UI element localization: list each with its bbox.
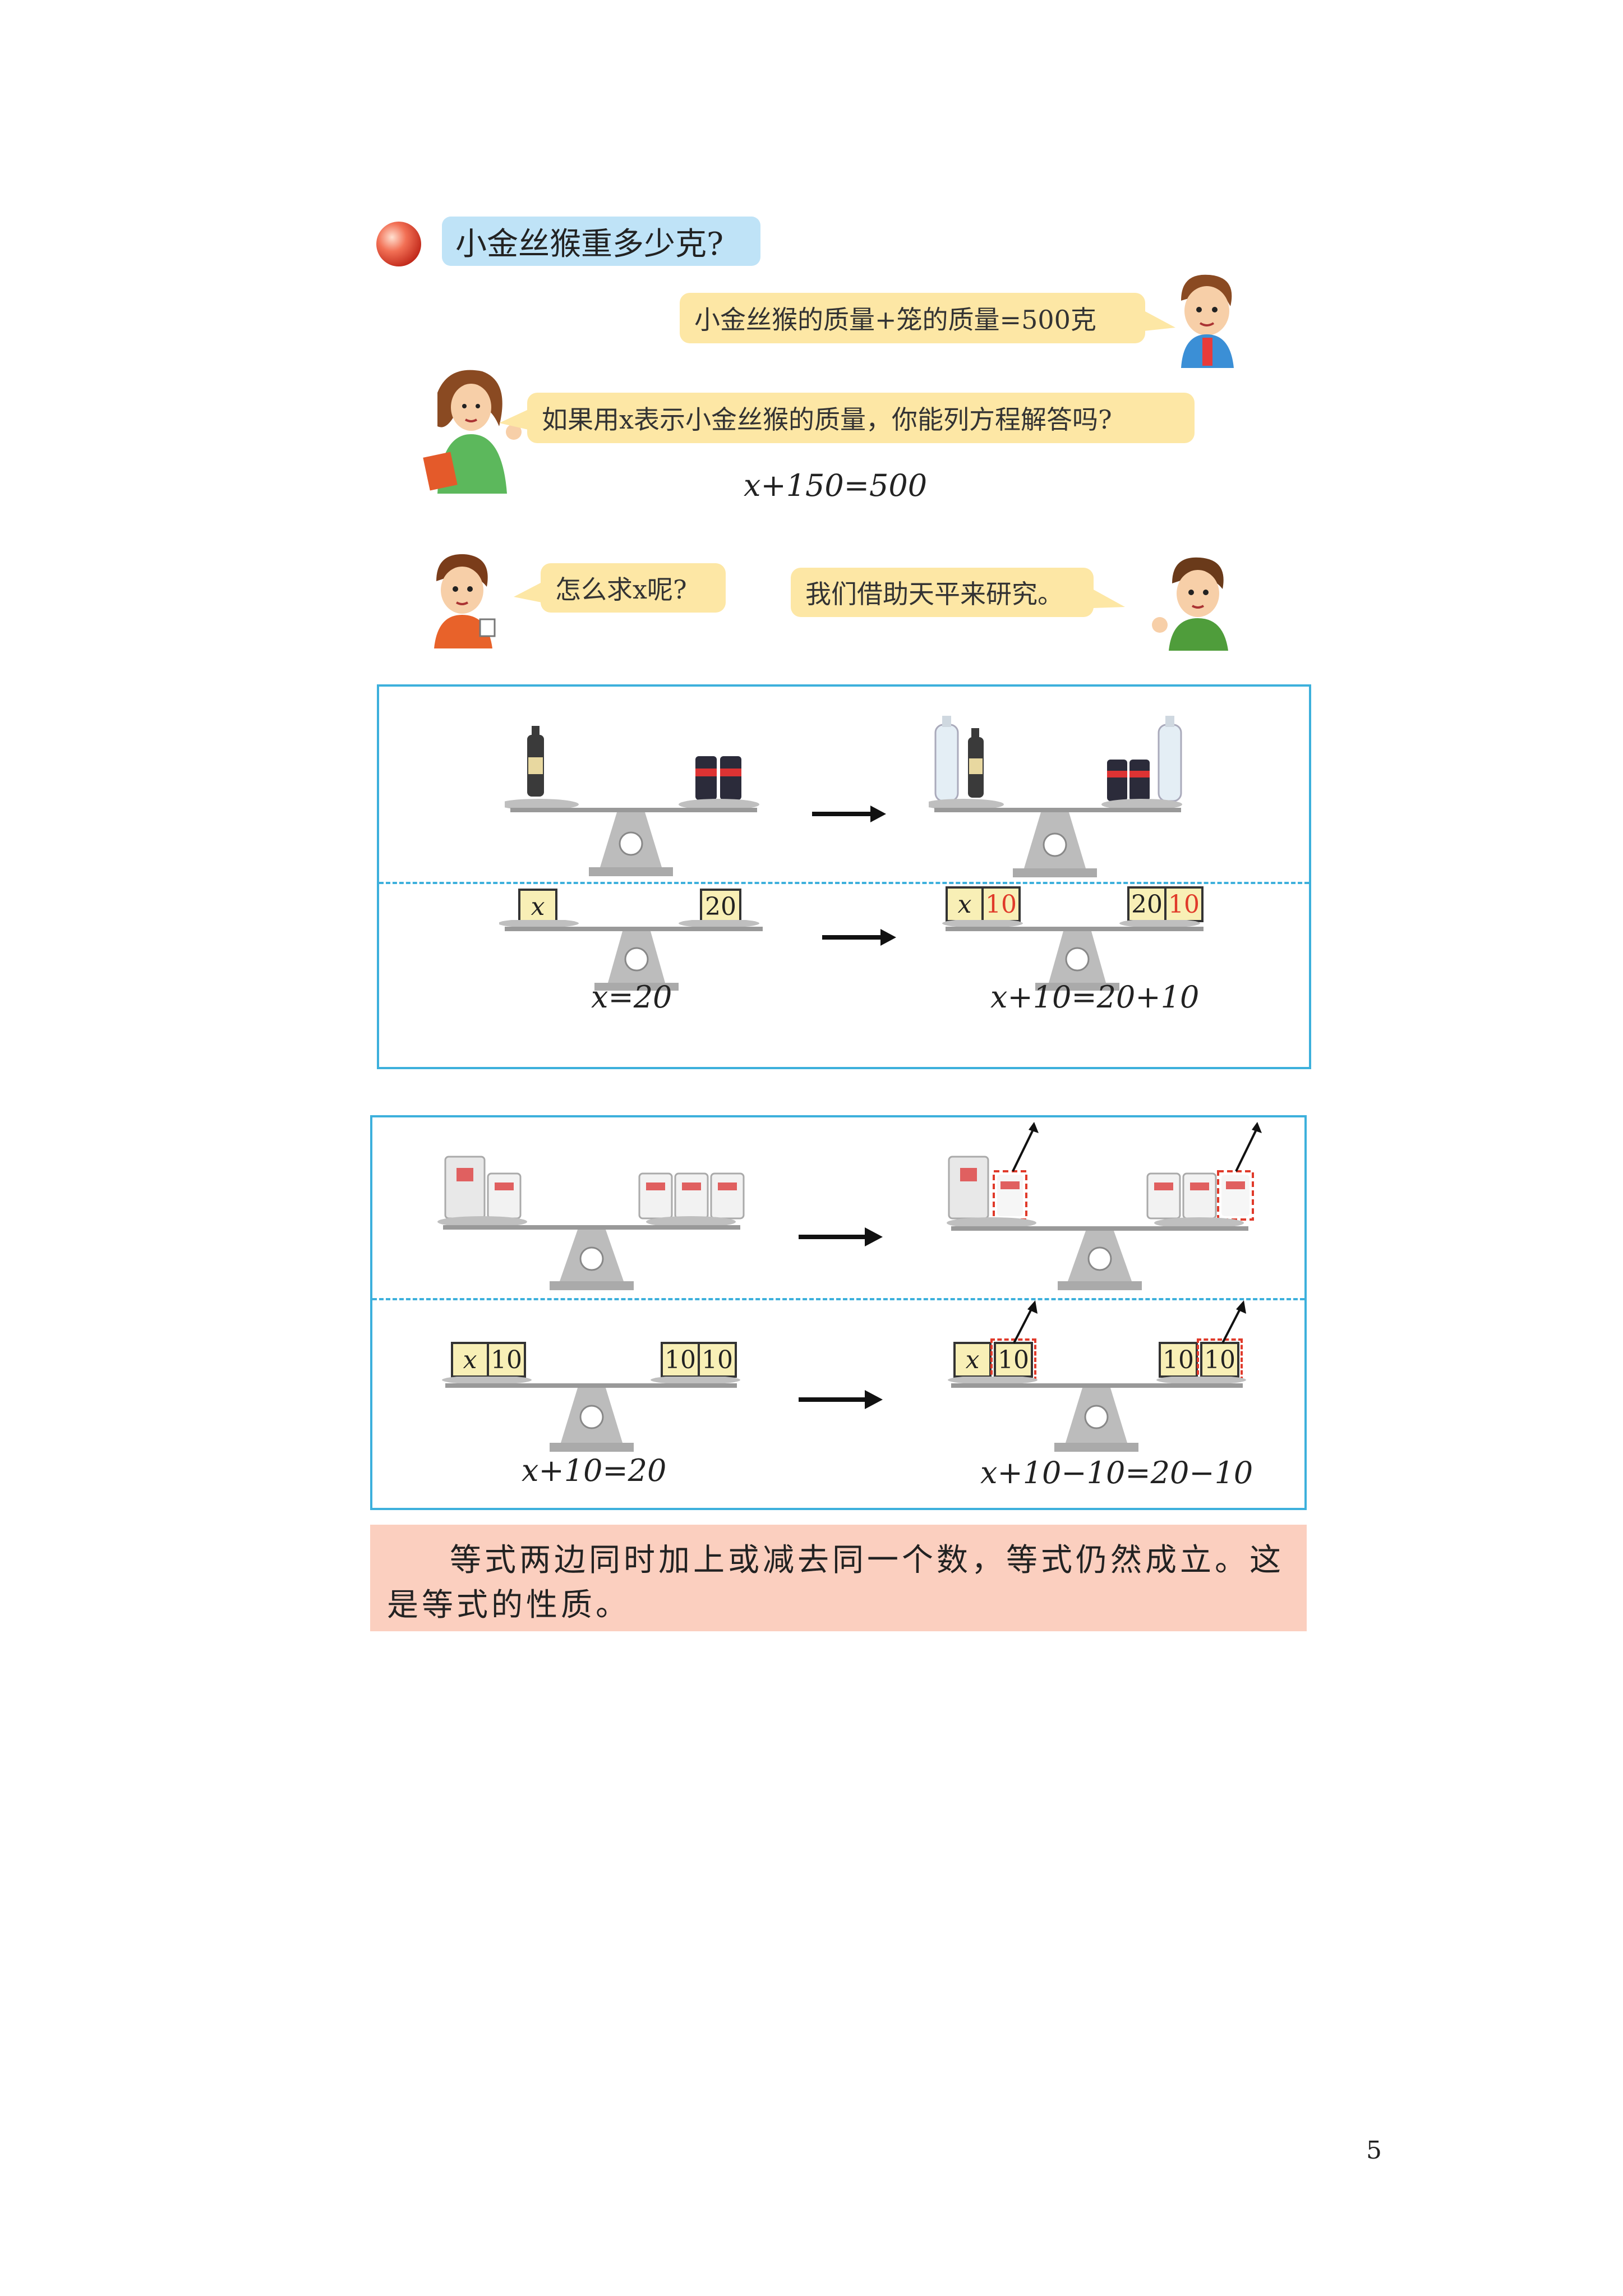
arrow-right-icon [799,1390,883,1409]
balance-panel-subtraction [370,1115,1307,1510]
balance-panel-addition [377,684,1311,1069]
block-10-added: 10 [981,886,1021,922]
arrow-right-icon [812,806,886,822]
block-10: 10 [1159,1342,1198,1378]
balance-scale-icon [929,716,1182,877]
speech-bubble-boy-right: 我们借助天平来研究。 [791,568,1125,617]
block-x: x [946,886,984,922]
equation-property-text: 等式两边同时加上或减去同一个数，等式仍然成立。这是等式的性质。 [387,1542,1284,1623]
balance-scale-icon [505,726,759,876]
equation-right-1: x+10=20+10 [990,979,1200,1015]
speech-text-boy-right: 我们借助天平来研究。 [805,579,1063,609]
arrow-up-icon [1221,1300,1246,1343]
block-x: x [518,889,557,924]
speech-bubble-boy-top: 小金丝猴的质量+笼的质量=500克 [680,293,1175,343]
block-10-added: 10 [1164,886,1204,922]
arrow-right-icon [822,929,896,946]
equation-property-note: 等式两边同时加上或减去同一个数，等式仍然成立。这是等式的性质。 [370,1525,1307,1631]
boy-left-character-icon [434,554,496,648]
equation-left-2: x+10=20 [522,1453,667,1488]
boy-character-icon [1181,274,1234,368]
arrow-up-icon [1013,1300,1038,1343]
speech-bubble-boy-left: 怎么求x呢? [514,563,726,613]
page-number: 5 [1366,2136,1382,2165]
block-10-removed: 10 [1197,1338,1243,1381]
panel-divider [372,1298,1304,1300]
section-title-text: 小金丝猴重多少克? [455,226,724,263]
panel-divider [379,882,1309,884]
speech-text-boy-top: 小金丝猴的质量+笼的质量=500克 [694,305,1096,335]
arrow-right-icon [799,1227,883,1246]
equation-left-1: x=20 [591,979,672,1015]
block-10-removed: 10 [990,1338,1036,1381]
block-x: x [451,1342,489,1378]
bullet-ball-icon [376,222,421,266]
block-10: 10 [487,1342,526,1378]
balance-scale-icon [942,920,1204,991]
speech-bubble-teacher: 如果用x表示小金丝猴的质量，你能列方程解答吗? [499,393,1195,443]
speech-text-boy-left: 怎么求x呢? [555,574,687,605]
boy-right-character-icon [1152,557,1228,651]
block-20: 20 [1127,886,1166,922]
block-20: 20 [700,889,741,924]
equation-right-2: x+10−10=20−10 [980,1455,1253,1490]
block-x: x [953,1342,992,1378]
speech-text-teacher: 如果用x表示小金丝猴的质量，你能列方程解答吗? [542,404,1112,435]
balance-scale-icon [947,1122,1262,1290]
main-equation: x+150=500 [744,468,928,503]
balance-scale-icon [442,1377,740,1452]
balance-scale-icon [499,920,763,991]
balance-scale-icon [437,1156,745,1290]
teacher-character-icon [423,370,522,494]
block-10: 10 [698,1342,737,1378]
block-10: 10 [661,1342,700,1378]
balance-scale-icon [948,1377,1246,1452]
section-title: 小金丝猴重多少克? [442,217,760,266]
